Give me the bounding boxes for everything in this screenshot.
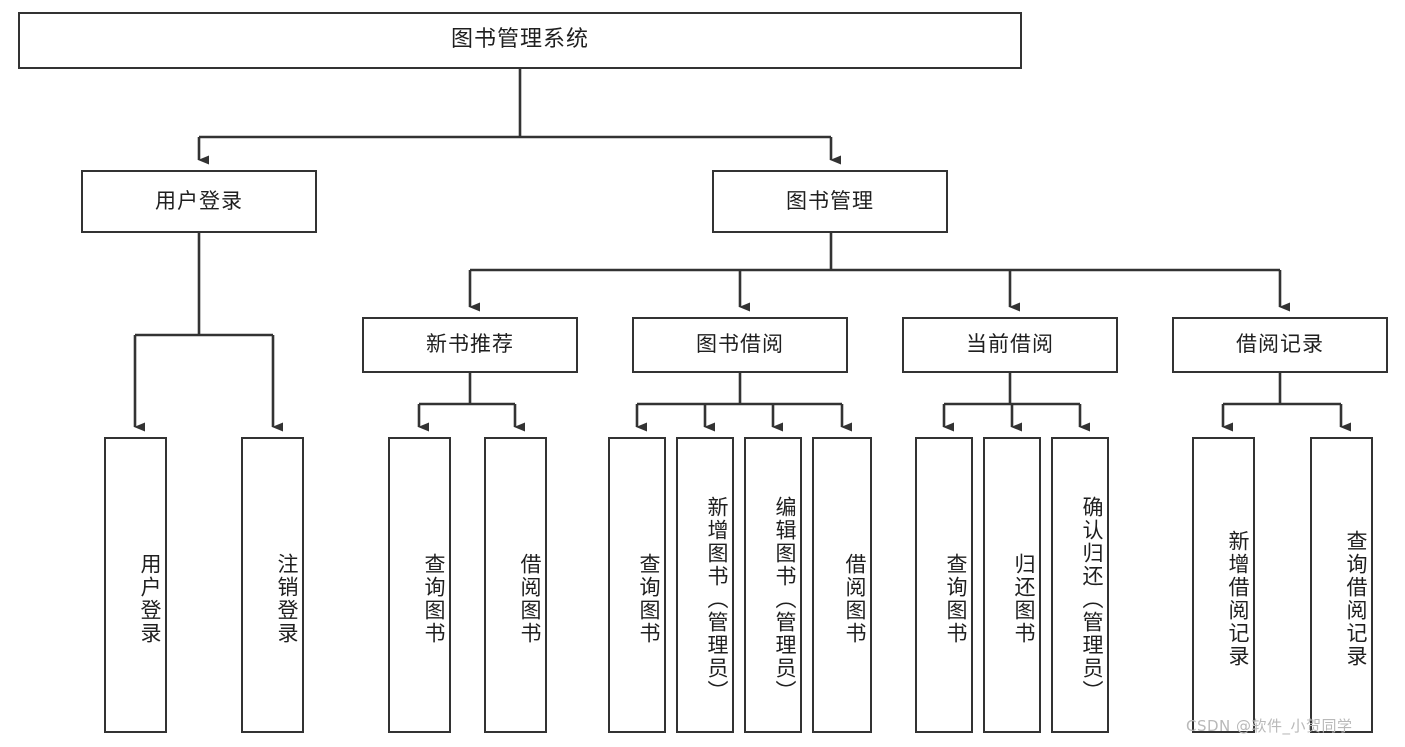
node-leaf-query-book-3[interactable]: 查询图书	[915, 437, 973, 733]
node-leaf-borrow-book-1[interactable]: 借阅图书	[484, 437, 547, 733]
node-book-manage[interactable]: 图书管理	[712, 170, 948, 233]
node-user-login[interactable]: 用户登录	[81, 170, 317, 233]
node-leaf-user-login[interactable]: 用户登录	[104, 437, 167, 733]
node-root[interactable]: 图书管理系统	[18, 12, 1022, 69]
leaf-label: 用户登录	[138, 553, 162, 645]
node-leaf-edit-book[interactable]: 编辑图书（管理员）	[744, 437, 802, 733]
leaf-label: 编辑图书（管理员）	[773, 495, 797, 703]
node-current-borrow[interactable]: 当前借阅	[902, 317, 1118, 373]
leaf-label: 归还图书	[1012, 553, 1036, 645]
node-new-book-recommend[interactable]: 新书推荐	[362, 317, 578, 373]
node-leaf-add-record[interactable]: 新增借阅记录	[1192, 437, 1255, 733]
node-leaf-user-logout[interactable]: 注销登录	[241, 437, 304, 733]
leaf-label: 注销登录	[275, 553, 299, 645]
leaf-label: 新增图书（管理员）	[705, 495, 729, 703]
node-leaf-confirm-return[interactable]: 确认归还（管理员）	[1051, 437, 1109, 733]
leaf-label: 查询图书	[637, 553, 661, 645]
node-leaf-query-book-2[interactable]: 查询图书	[608, 437, 666, 733]
leaf-label: 确认归还（管理员）	[1080, 495, 1104, 703]
node-leaf-borrow-book-2[interactable]: 借阅图书	[812, 437, 872, 733]
node-borrow-record[interactable]: 借阅记录	[1172, 317, 1388, 373]
leaf-label: 新增借阅记录	[1226, 530, 1250, 668]
watermark: CSDN @软件_小贺同学	[1186, 717, 1353, 735]
node-leaf-query-book-1[interactable]: 查询图书	[388, 437, 451, 733]
leaf-label: 查询图书	[422, 553, 446, 645]
node-leaf-add-book[interactable]: 新增图书（管理员）	[676, 437, 734, 733]
leaf-label: 借阅图书	[518, 553, 542, 645]
leaf-label: 查询借阅记录	[1344, 530, 1368, 668]
leaf-label: 借阅图书	[843, 553, 867, 645]
node-leaf-return-book[interactable]: 归还图书	[983, 437, 1041, 733]
leaf-label: 查询图书	[944, 553, 968, 645]
node-book-borrow[interactable]: 图书借阅	[632, 317, 848, 373]
node-leaf-query-record[interactable]: 查询借阅记录	[1310, 437, 1373, 733]
